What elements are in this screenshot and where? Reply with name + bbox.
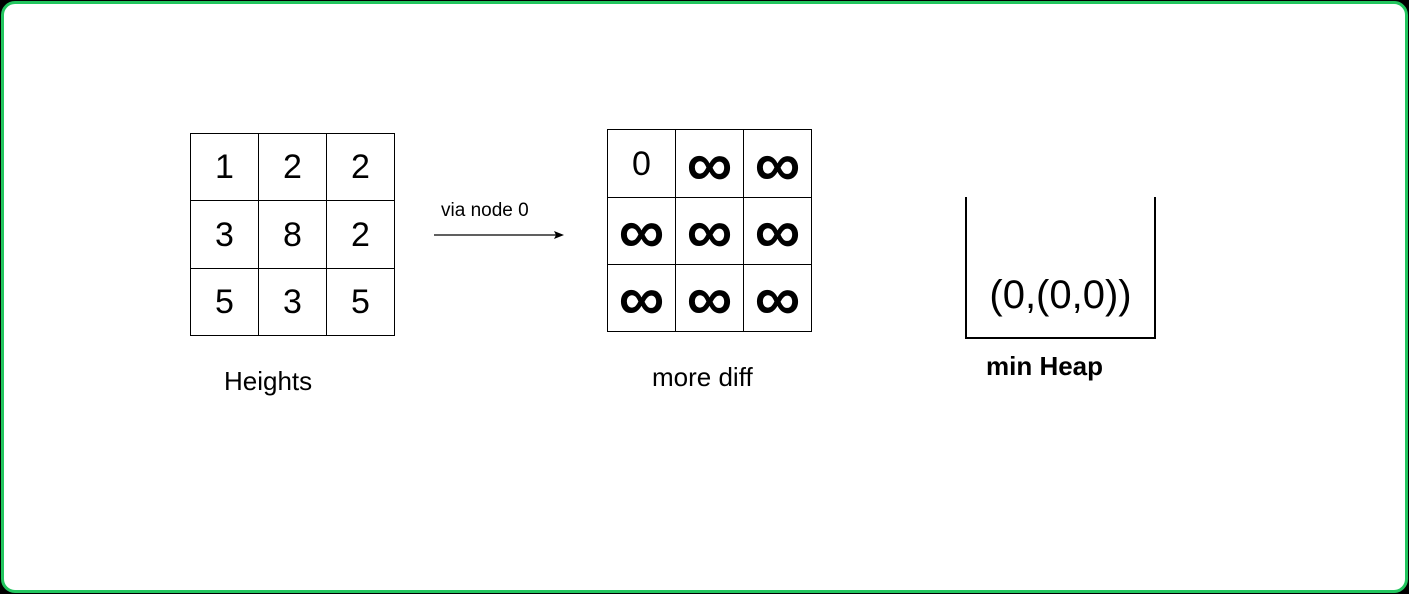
heights-cell: 2 <box>259 134 327 201</box>
heap-caption: min Heap <box>986 351 1104 381</box>
diff-cell: 0 <box>608 130 676 198</box>
diff-cell-infinity: ∞ <box>676 198 744 265</box>
diff-cell-infinity: ∞ <box>744 130 812 198</box>
heights-cell: 2 <box>327 201 395 269</box>
diff-caption: more diff <box>652 362 753 392</box>
heights-cell: 5 <box>191 269 259 336</box>
diff-cell-infinity: ∞ <box>608 198 676 265</box>
heights-caption: Heights <box>224 366 313 396</box>
diff-cell-infinity: ∞ <box>744 198 812 265</box>
heights-cell: 2 <box>327 134 395 201</box>
min-heap-container: (0,(0,0)) <box>965 197 1156 339</box>
diff-cell-infinity: ∞ <box>608 265 676 332</box>
heights-cell: 1 <box>191 134 259 201</box>
arrow-label: via node 0 <box>441 200 529 221</box>
heights-grid: 1 2 2 3 8 2 5 3 5 <box>190 133 395 336</box>
heights-cell: 5 <box>327 269 395 336</box>
diff-cell-infinity: ∞ <box>676 265 744 332</box>
diff-grid: 0 ∞ ∞ ∞ ∞ ∞ ∞ ∞ ∞ <box>607 129 812 332</box>
heights-cell: 3 <box>191 201 259 269</box>
heights-cell: 8 <box>259 201 327 269</box>
diff-cell-infinity: ∞ <box>676 130 744 198</box>
arrow-right-icon <box>434 231 564 239</box>
heap-entry: (0,(0,0)) <box>989 273 1132 317</box>
diff-cell-infinity: ∞ <box>744 265 812 332</box>
heights-cell: 3 <box>259 269 327 336</box>
